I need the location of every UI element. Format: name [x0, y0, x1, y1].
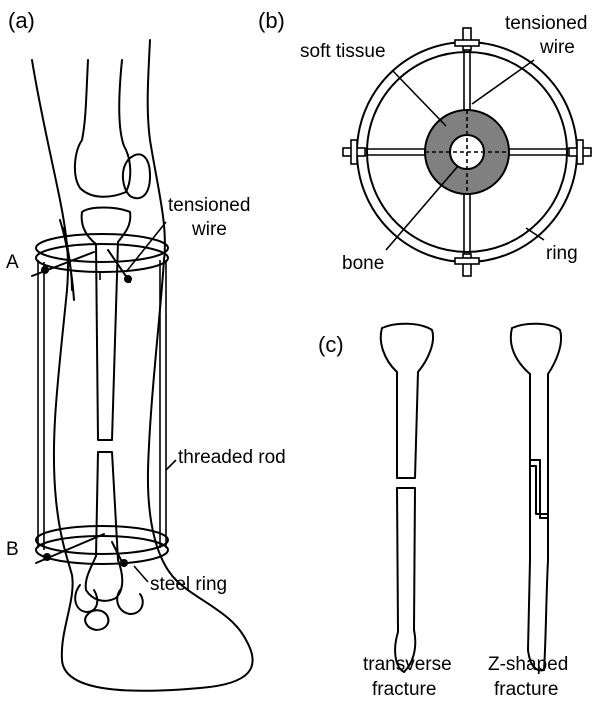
rod-label: threaded rod: [178, 447, 286, 468]
ring-label: ring: [546, 243, 578, 264]
ring-a-label: A: [6, 252, 19, 273]
wire-label-line2: wire: [191, 219, 227, 240]
tibia-upper: [82, 208, 131, 441]
transverse-bone-lower: [395, 488, 415, 672]
rod-leader: [166, 460, 176, 470]
steel-ring-label: steel ring: [150, 574, 227, 595]
b-wire-label-line1: tensioned: [505, 13, 587, 34]
panel-c-label: (c): [318, 332, 344, 357]
steel-ring-leader: [134, 566, 148, 582]
soft-tissue-label: soft tissue: [300, 41, 386, 62]
b-wire-leader: [472, 60, 534, 104]
panel-a-label: (a): [8, 8, 35, 33]
panel-b-label: (b): [258, 8, 285, 33]
transverse-caption-1: transverse: [363, 654, 452, 675]
bone-leader: [386, 166, 458, 250]
ring-b-label: B: [6, 539, 19, 560]
leg-outline-right: [148, 40, 176, 580]
soft-tissue-leader: [392, 70, 446, 126]
panel-c: (c) transverse fracture Z-shaped fractur…: [318, 324, 568, 700]
transverse-caption-2: fracture: [372, 679, 436, 700]
wire-label-line1: tensioned: [168, 195, 250, 216]
transverse-bone-upper: [381, 324, 433, 478]
bone-label: bone: [342, 253, 384, 274]
z-caption-2: fracture: [494, 679, 558, 700]
z-fracture-line: [530, 460, 548, 518]
b-wire-label-line2: wire: [539, 37, 575, 58]
z-caption-1: Z-shaped: [488, 654, 568, 675]
ankle-bone-3: [117, 590, 143, 614]
ankle-bone-2: [85, 610, 108, 630]
panel-b: (b): [258, 8, 591, 276]
panel-a: (a): [6, 8, 286, 691]
